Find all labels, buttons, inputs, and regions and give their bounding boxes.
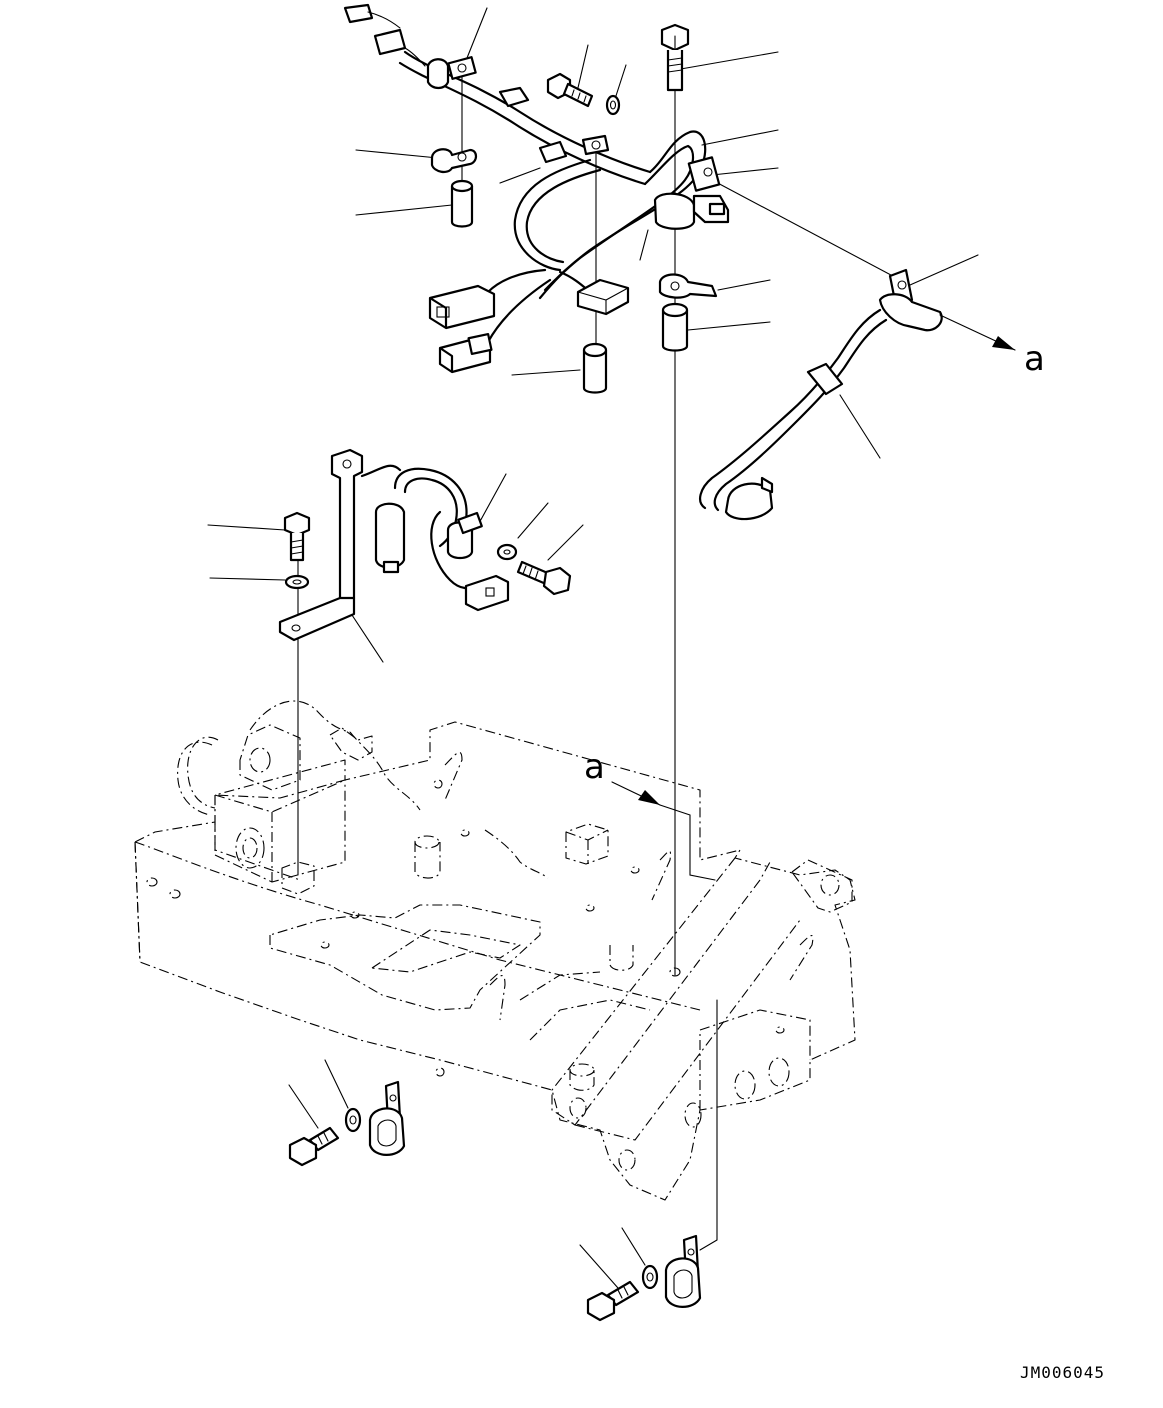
spacer: [450, 179, 474, 228]
washer: [641, 1264, 659, 1290]
frame: [134, 700, 856, 1201]
assembly-centerlines: [297, 69, 907, 1251]
sensor: [699, 268, 943, 521]
washer: [344, 1107, 362, 1133]
washer: [284, 574, 310, 590]
bracket: [278, 448, 364, 642]
pressure-switch: [360, 464, 510, 612]
harness-clamp: [658, 273, 718, 299]
harness-clamp: [664, 1234, 702, 1308]
bolt: [546, 72, 594, 108]
bolt: [516, 560, 572, 596]
leader-lines: [207, 7, 979, 1289]
view-label-lower: a: [584, 747, 605, 787]
bolt: [586, 1280, 640, 1322]
drawing-code: JM006045: [1020, 1363, 1105, 1382]
washer: [496, 543, 518, 561]
bolt: [660, 23, 690, 92]
bolt: [283, 511, 311, 562]
washer: [605, 94, 621, 116]
harness-clamp: [368, 1080, 406, 1156]
view-arrow-upper: a: [939, 314, 1045, 379]
wiring-harness: [343, 3, 730, 374]
view-arrow-lower: a: [584, 747, 716, 881]
spacer: [582, 342, 608, 394]
view-label-upper: a: [1024, 339, 1045, 379]
spacer: [661, 302, 689, 352]
bolt: [288, 1126, 340, 1167]
harness-clamp: [430, 148, 478, 174]
